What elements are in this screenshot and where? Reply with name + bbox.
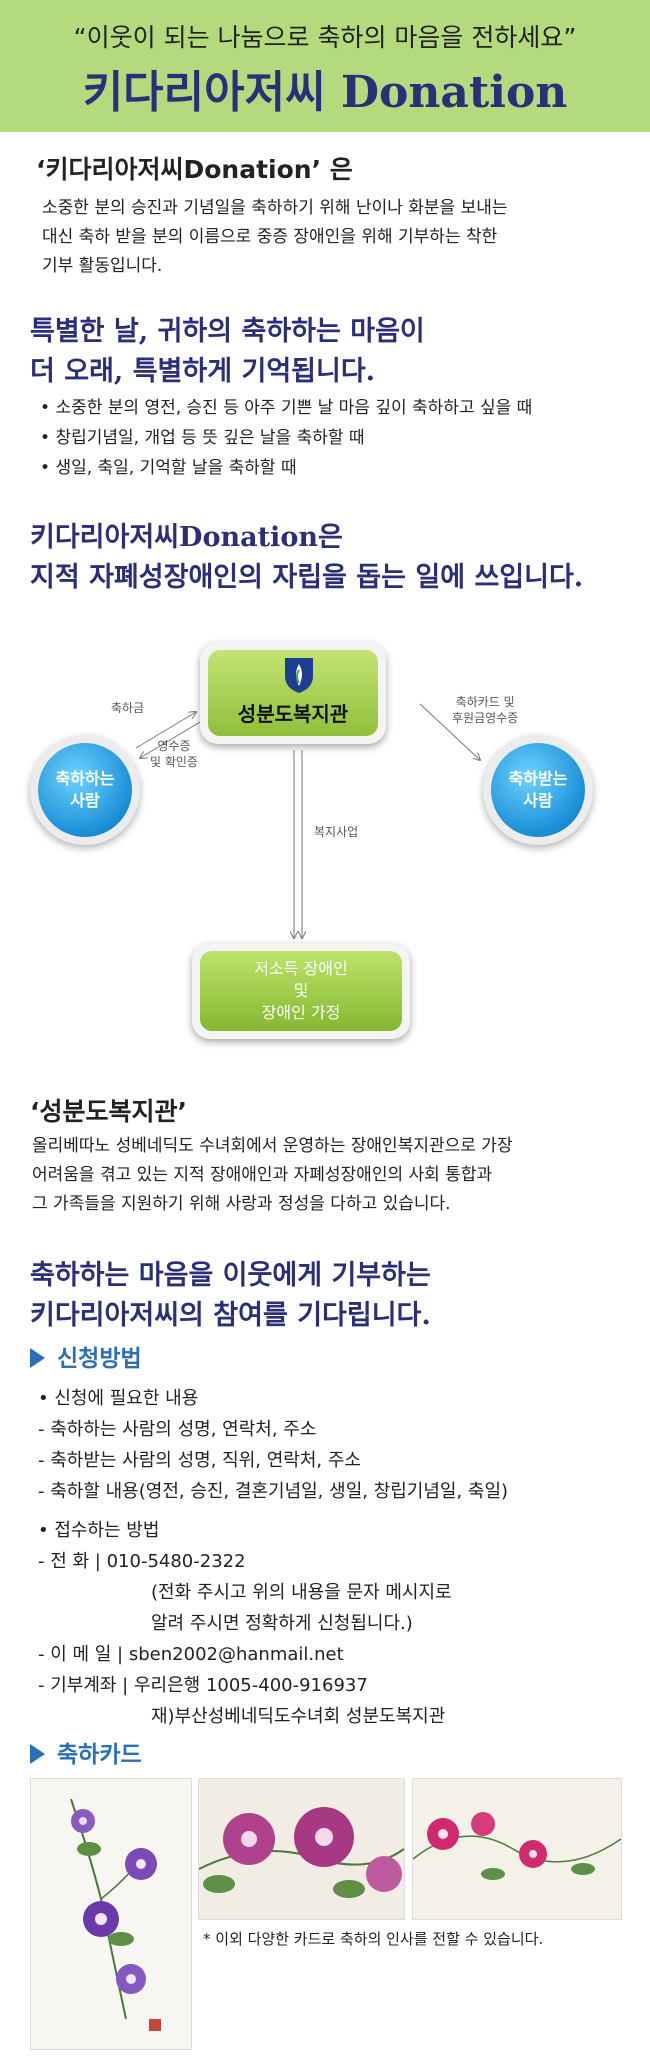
receiver-label: 축하받는 — [508, 769, 568, 788]
card-image-right — [412, 1778, 622, 1920]
special-heading-line: 특별한 날, 귀하의 축하하는 마음이 — [30, 316, 425, 347]
card-image-vertical — [30, 1778, 192, 2050]
label-receipt-line: 영수증 — [157, 739, 191, 753]
required-item: - 축하할 내용(영전, 승진, 결혼기념일, 생일, 창립기념일, 축일) — [38, 1481, 509, 1502]
special-heading: 특별한 날, 귀하의 축하하는 마음이 더 오래, 특별하게 기억됩니다. — [30, 312, 425, 392]
arrow-donation — [135, 712, 196, 749]
morning-glory-vertical-image — [70, 1798, 161, 2031]
cards-note: * 이외 다양한 카드로 축하의 인사를 전할 수 있습니다. — [203, 1930, 544, 1948]
triangle-right-icon — [30, 1744, 45, 1764]
apply-title-text: 신청방법 — [57, 1346, 142, 1372]
intro-text: 소중한 분의 승진과 기념일을 축하하기 위해 난이나 화분을 보내는 대신 축… — [42, 194, 632, 281]
special-bullets: 소중한 분의 영전, 승진 등 아주 기쁜 날 마음 깊이 축하하고 싶을 때 … — [40, 393, 532, 483]
beneficiary-line: 장애인 가정 — [261, 1003, 341, 1022]
required-item: - 축하받는 사람의 성명, 직위, 연락처, 주소 — [38, 1450, 361, 1471]
phone-note-line: (전화 주시고 위의 내용을 문자 메시지로 — [151, 1582, 452, 1603]
page-title: 키다리아저씨 Donation — [82, 67, 568, 118]
invite-line: 축하하는 마음을 이웃에게 기부하는 — [30, 1260, 431, 1291]
slogan: “이웃이 되는 나눔으로 축하의 마음을 전하세요” — [73, 23, 577, 52]
arrow-receipt — [140, 721, 201, 758]
purpose-heading-line: 키다리아저씨Donation은 — [30, 522, 343, 553]
special-heading-line: 더 오래, 특별하게 기억됩니다. — [30, 356, 376, 387]
intro-line: 기부 활동입니다. — [42, 256, 163, 276]
giver-label: 사람 — [70, 791, 100, 810]
triangle-right-icon — [30, 1348, 45, 1368]
org-line: 어려움을 겪고 있는 지적 장애애인과 자폐성장애인의 사회 통합과 — [32, 1165, 493, 1185]
morning-glory-pink-image — [199, 1807, 404, 1898]
receiver-label: 사람 — [523, 791, 553, 810]
intro-heading: ‘키다리아저씨Donation’ 은 — [36, 155, 353, 184]
welfare-logo-icon — [285, 658, 313, 693]
org-text: 올리베따노 성베네딕도 수녀회에서 운영하는 장애인복지관으로 가장 어려움을 … — [32, 1132, 632, 1219]
invite-line: 키다리아저씨의 참여를 기다립니다. — [30, 1300, 431, 1331]
bullet-item: 생일, 축일, 기억할 날을 축하할 때 — [40, 453, 532, 483]
intro-line: 소중한 분의 승진과 기념일을 축하하기 위해 난이나 화분을 보내는 — [42, 198, 508, 218]
bullet-item: 창립기념일, 개업 등 뜻 깊은 날을 축하할 때 — [40, 423, 532, 453]
welfare-center-box: 성분도복지관 — [200, 642, 386, 744]
giver-circle: 축하하는 사람 — [30, 735, 140, 845]
purpose-heading: 키다리아저씨Donation은 지적 자폐성장애인의 자립을 돕는 일에 쓰입니… — [30, 518, 583, 598]
apply-required-block: • 신청에 필요한 내용 - 축하하는 사람의 성명, 연락처, 주소 - 축하… — [38, 1383, 508, 1507]
account-holder: 재)부산성베네딕도수녀회 성분도복지관 — [151, 1706, 446, 1727]
flow-arrows — [135, 703, 650, 1060]
org-line: 그 가족들을 지원하기 위해 사랑과 정성을 다하고 있습니다. — [32, 1194, 451, 1214]
card-image-center — [198, 1778, 405, 1920]
beneficiary-line: 저소득 장애인 — [254, 959, 348, 978]
phone-label: - 전 화 | — [38, 1551, 101, 1572]
label-welfare: 복지사업 — [314, 825, 359, 839]
purpose-heading-line: 지적 자폐성장애인의 자립을 돕는 일에 쓰입니다. — [30, 562, 584, 593]
apply-method-block: • 접수하는 방법 - 전 화 | 010-5480-2322 (전화 주시고 … — [38, 1515, 452, 1732]
beneficiary-box: 저소득 장애인 및 장애인 가정 — [192, 943, 410, 1039]
label-donation: 축하금 — [111, 701, 145, 715]
label-receipt-line: 및 확인증 — [150, 755, 198, 769]
morning-glory-red-image — [413, 1812, 621, 1880]
org-heading: ‘성분도복지관’ — [30, 1097, 187, 1126]
org-line: 올리베따노 성베네딕도 수녀회에서 운영하는 장애인복지관으로 가장 — [32, 1136, 513, 1156]
label-receipt: 영수증 및 확인증 — [150, 738, 198, 770]
cards-title-text: 축하카드 — [57, 1742, 142, 1768]
beneficiary-line: 및 — [293, 981, 309, 1000]
required-item: - 축하하는 사람의 성명, 연락처, 주소 — [38, 1419, 317, 1440]
apply-section-title: 신청방법 — [30, 1339, 142, 1373]
cards-section-title: 축하카드 — [30, 1735, 142, 1769]
arrow-card — [419, 703, 480, 760]
intro-line: 대신 축하 받을 분의 이름으로 중증 장애인을 위해 기부하는 착한 — [42, 227, 498, 247]
phone-note-line: 알려 주시면 정확하게 신청됩니다.) — [151, 1613, 413, 1634]
phone-number[interactable]: 010-5480-2322 — [106, 1551, 246, 1572]
header-banner: “이웃이 되는 나눔으로 축하의 마음을 전하세요” 키다리아저씨 Donati… — [0, 0, 650, 132]
giver-label: 축하하는 — [55, 769, 115, 788]
invite-heading: 축하하는 마음을 이웃에게 기부하는 키다리아저씨의 참여를 기다립니다. — [30, 1256, 431, 1336]
required-title: • 신청에 필요한 내용 — [38, 1388, 199, 1409]
receiver-circle: 축하받는 사람 — [483, 735, 593, 845]
label-card-line: 축하카드 및 — [455, 695, 515, 709]
email-label: - 이 메 일 | — [38, 1644, 124, 1665]
label-card-line: 후원금영수증 — [452, 711, 519, 725]
method-title: • 접수하는 방법 — [38, 1520, 160, 1541]
account-label: - 기부계좌 | — [38, 1675, 129, 1696]
label-card: 축하카드 및 후원금영수증 — [452, 694, 518, 726]
account-number: 우리은행 1005-400-916937 — [133, 1675, 368, 1696]
welfare-center-name: 성분도복지관 — [237, 702, 349, 726]
bullet-item: 소중한 분의 영전, 승진 등 아주 기쁜 날 마음 깊이 축하하고 싶을 때 — [40, 393, 532, 423]
email-address[interactable]: sben2002@hanmail.net — [128, 1644, 344, 1665]
